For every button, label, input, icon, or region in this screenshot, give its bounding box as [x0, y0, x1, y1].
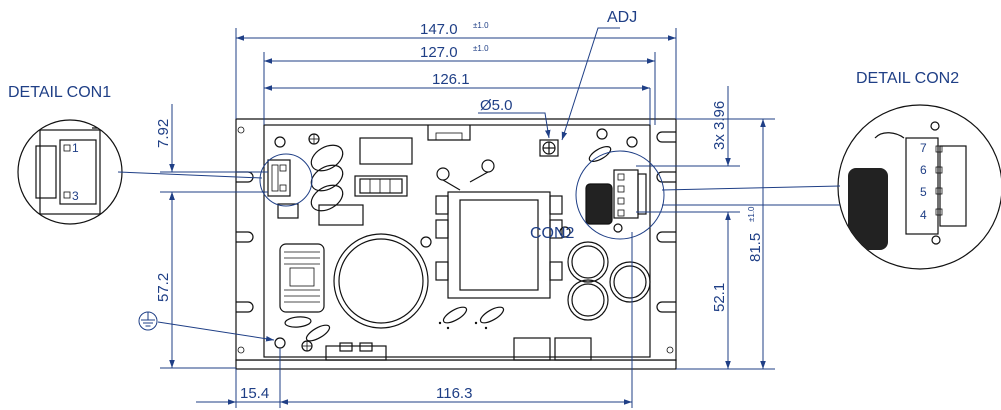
- component-block: [359, 137, 413, 165]
- con1-pin-1: 1: [72, 141, 79, 155]
- mounting-slots-right: [656, 131, 676, 354]
- con1-detail-marker: [259, 153, 313, 207]
- main-transformer: [435, 191, 563, 299]
- detail-con1-label: DETAIL CON1: [8, 84, 111, 101]
- con2-label: CON2: [530, 225, 575, 242]
- dim-con-offset-side: 57.2: [155, 273, 172, 302]
- dim-spacing-bottom: 116.3: [436, 385, 472, 402]
- con1-pin-3: 3: [72, 189, 79, 203]
- con2-pin-5: 5: [920, 185, 927, 199]
- mounting-slots-left: [236, 126, 254, 354]
- dim-width-overall-tol: ±1.0: [473, 21, 489, 30]
- con1-body: [277, 203, 299, 219]
- choke-horizontal: [354, 175, 408, 197]
- detail-con2-label: DETAIL CON2: [856, 70, 959, 87]
- dim-height-overall: 81.5: [747, 233, 764, 262]
- adj-potentiometer: [539, 139, 559, 157]
- output-capacitors: [567, 241, 651, 321]
- con2-connector: [585, 169, 647, 225]
- dim-width-overall: 147.0: [420, 21, 458, 38]
- transistors: [436, 159, 495, 191]
- con2-pin-7: 7: [920, 141, 927, 155]
- con1-leader: [117, 171, 263, 179]
- pcb-holes: [274, 128, 638, 352]
- dim-width-mounting-tol: ±1.0: [473, 44, 489, 53]
- dim-height-mounting: 52.1: [711, 283, 728, 312]
- chassis-outline: [235, 118, 677, 361]
- dim-width-board: 126.1: [432, 71, 470, 88]
- con2-leader-1: [661, 185, 841, 191]
- dim-width-mounting: 127.0: [420, 44, 458, 61]
- con1-connector: [267, 159, 291, 197]
- chassis-lip: [235, 359, 677, 370]
- dots: [438, 321, 488, 330]
- dim-offset-left: 15.4: [240, 385, 269, 402]
- adj-label: ADJ: [607, 9, 637, 26]
- dim-height-overall-tol: ±1.0: [747, 206, 756, 222]
- detail-con1-view: 1 3: [17, 119, 123, 225]
- input-choke: [279, 243, 325, 313]
- bulk-capacitor: [333, 233, 429, 329]
- dimension-lines: [157, 27, 775, 408]
- power-supply-unit: [235, 118, 677, 370]
- con2-pin-4: 4: [920, 208, 927, 222]
- detail-con2-view: 7 6 5 4: [837, 104, 1001, 270]
- dim-hole-diameter: Ø5.0: [480, 97, 513, 114]
- dim-con-offset-top: 7.92: [155, 119, 172, 148]
- con2-pin-6: 6: [920, 163, 927, 177]
- pcb-board: [263, 124, 651, 358]
- dim-pitch: 3x 3.96: [711, 101, 728, 150]
- ground-icon: [138, 311, 158, 331]
- component-block-2: [318, 204, 364, 226]
- bottom-clips: [325, 337, 592, 361]
- con2-detail-marker: [575, 150, 665, 240]
- y-capacitors: [284, 144, 612, 342]
